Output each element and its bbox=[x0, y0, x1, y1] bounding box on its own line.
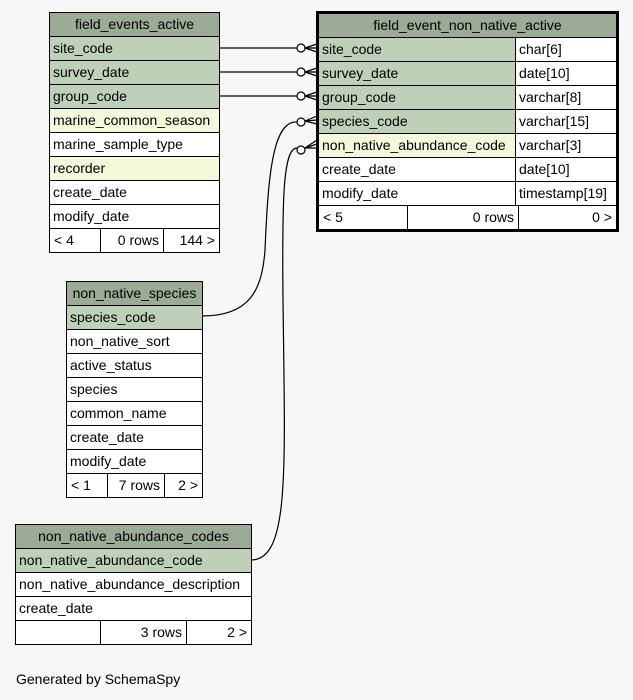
relation-species-code bbox=[201, 121, 298, 317]
column-row[interactable]: create_date bbox=[50, 181, 219, 205]
column-name: non_native_sort bbox=[70, 333, 170, 349]
column-type: timestamp[19] bbox=[515, 182, 616, 205]
children-count[interactable]: 144 > bbox=[163, 229, 219, 252]
parents-count[interactable] bbox=[16, 621, 100, 644]
column-row[interactable]: non_native_abundance_code varchar[3] bbox=[319, 134, 616, 158]
column-row[interactable]: group_code bbox=[50, 85, 219, 109]
table-non-native-species[interactable]: non_native_species species_code non_nati… bbox=[66, 281, 203, 498]
column-row[interactable]: non_native_sort bbox=[67, 330, 202, 354]
table-footer: < 4 0 rows 144 > bbox=[50, 229, 219, 252]
column-row[interactable]: create_date date[10] bbox=[319, 158, 616, 182]
column-row[interactable]: non_native_abundance_code bbox=[16, 549, 251, 573]
column-row[interactable]: common_name bbox=[67, 402, 202, 426]
column-name: site_code bbox=[53, 40, 113, 56]
crowfoot bbox=[304, 139, 318, 149]
crowfoot bbox=[304, 43, 318, 53]
column-row[interactable]: modify_date bbox=[67, 450, 202, 474]
crowfoot bbox=[304, 91, 318, 101]
column-row[interactable]: modify_date timestamp[19] bbox=[319, 182, 616, 206]
column-row[interactable]: non_native_abundance_description bbox=[16, 573, 251, 597]
column-row[interactable]: site_code char[6] bbox=[319, 38, 616, 62]
column-name: survey_date bbox=[53, 64, 130, 80]
column-row[interactable]: active_status bbox=[67, 354, 202, 378]
row-count: 3 rows bbox=[100, 621, 186, 644]
column-type: varchar[8] bbox=[515, 86, 616, 109]
column-row[interactable]: marine_sample_type bbox=[50, 133, 219, 157]
column-row[interactable]: create_date bbox=[67, 426, 202, 450]
table-footer: 3 rows 2 > bbox=[16, 621, 251, 644]
table-footer: < 5 0 rows 0 > bbox=[319, 206, 616, 229]
column-row[interactable]: species bbox=[67, 378, 202, 402]
column-name: species bbox=[70, 381, 118, 397]
relation-abundance-code bbox=[250, 147, 298, 561]
table-field-events-active[interactable]: field_events_active site_code survey_dat… bbox=[49, 12, 220, 253]
row-count: 7 rows bbox=[107, 474, 164, 497]
column-row[interactable]: marine_common_season bbox=[50, 109, 219, 133]
column-type: char[6] bbox=[515, 38, 616, 61]
table-title[interactable]: non_native_abundance_codes bbox=[16, 525, 251, 549]
column-name: survey_date bbox=[322, 65, 399, 81]
column-name: create_date bbox=[322, 161, 396, 177]
column-name: group_code bbox=[53, 88, 127, 104]
column-name: species_code bbox=[322, 113, 408, 129]
column-row[interactable]: species_code bbox=[67, 306, 202, 330]
column-name: recorder bbox=[53, 160, 106, 176]
children-count[interactable]: 2 > bbox=[186, 621, 251, 644]
crowfoot bbox=[304, 115, 318, 125]
crowfoot bbox=[304, 67, 318, 77]
column-type: varchar[15] bbox=[515, 110, 616, 133]
parents-count[interactable]: < 1 bbox=[71, 477, 91, 493]
column-name: modify_date bbox=[53, 208, 130, 224]
parents-count[interactable]: < 4 bbox=[54, 232, 74, 248]
column-row[interactable]: recorder bbox=[50, 157, 219, 181]
parents-count[interactable]: < 5 bbox=[323, 209, 343, 225]
column-row[interactable]: survey_date bbox=[50, 61, 219, 85]
column-row[interactable]: survey_date date[10] bbox=[319, 62, 616, 86]
column-name: create_date bbox=[70, 429, 144, 445]
column-name: site_code bbox=[322, 41, 382, 57]
column-row[interactable]: group_code varchar[8] bbox=[319, 86, 616, 110]
column-name: non_native_abundance_code bbox=[322, 137, 506, 153]
column-row[interactable]: modify_date bbox=[50, 205, 219, 229]
column-name: create_date bbox=[53, 184, 127, 200]
column-row[interactable]: site_code bbox=[50, 37, 219, 61]
column-name: non_native_abundance_code bbox=[19, 552, 203, 568]
column-name: create_date bbox=[19, 600, 93, 616]
column-name: group_code bbox=[322, 89, 396, 105]
column-row[interactable]: species_code varchar[15] bbox=[319, 110, 616, 134]
column-name: marine_sample_type bbox=[53, 136, 183, 152]
table-footer: < 1 7 rows 2 > bbox=[67, 474, 202, 497]
relation-circle bbox=[296, 145, 306, 155]
column-name: non_native_abundance_description bbox=[19, 576, 241, 592]
column-name: species_code bbox=[70, 309, 156, 325]
table-title[interactable]: non_native_species bbox=[67, 282, 202, 306]
relation-circle bbox=[296, 43, 306, 53]
children-count[interactable]: 2 > bbox=[164, 474, 202, 497]
table-non-native-abundance-codes[interactable]: non_native_abundance_codes non_native_ab… bbox=[15, 524, 252, 645]
table-title[interactable]: field_events_active bbox=[50, 13, 219, 37]
column-name: common_name bbox=[70, 405, 167, 421]
generated-by-text: Generated by SchemaSpy bbox=[16, 671, 181, 687]
table-title[interactable]: field_event_non_native_active bbox=[319, 14, 616, 38]
relation-circle bbox=[296, 117, 306, 127]
column-name: active_status bbox=[70, 357, 152, 373]
column-type: date[10] bbox=[515, 158, 616, 181]
children-count[interactable]: 0 > bbox=[518, 206, 616, 229]
column-type: varchar[3] bbox=[515, 134, 616, 157]
relation-circle bbox=[296, 67, 306, 77]
relation-circle bbox=[296, 91, 306, 101]
row-count: 0 rows bbox=[100, 229, 163, 252]
row-count: 0 rows bbox=[407, 206, 518, 229]
column-name: modify_date bbox=[322, 185, 399, 201]
column-name: modify_date bbox=[70, 453, 147, 469]
column-type: date[10] bbox=[515, 62, 616, 85]
column-row[interactable]: create_date bbox=[16, 597, 251, 621]
column-name: marine_common_season bbox=[53, 112, 211, 128]
table-field-event-non-native-active[interactable]: field_event_non_native_active site_code … bbox=[316, 11, 619, 232]
